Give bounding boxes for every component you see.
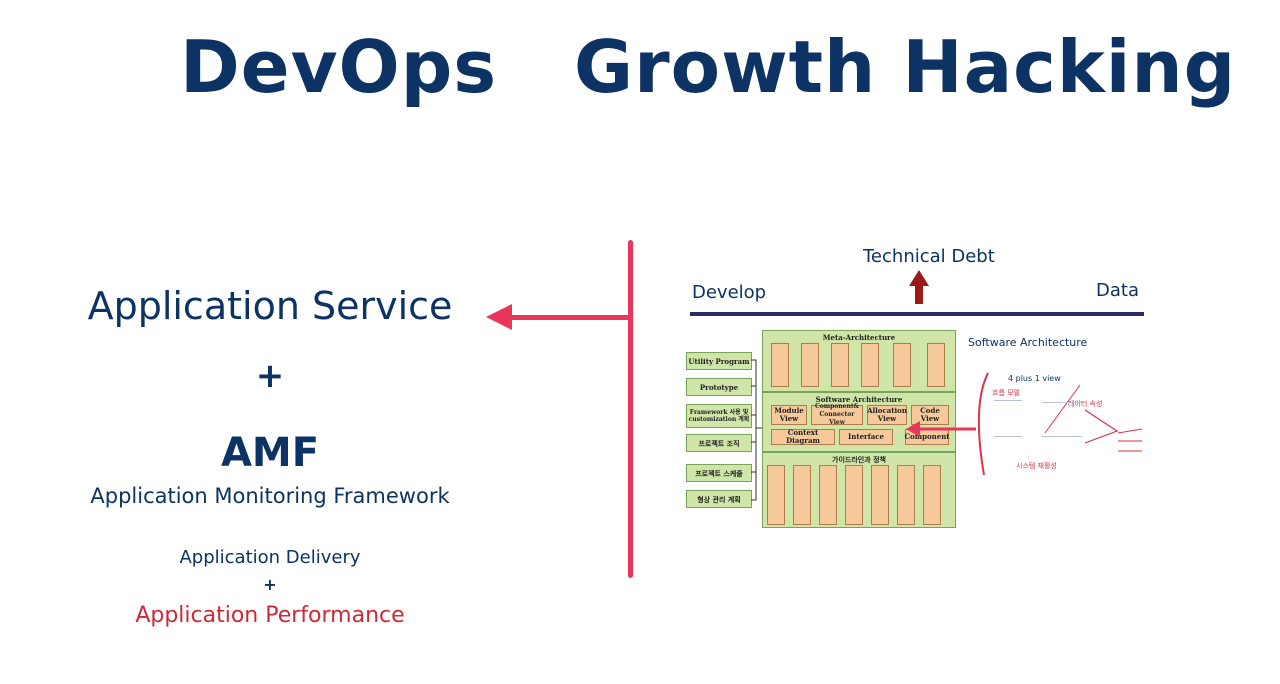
left-box: Utility Program: [686, 352, 752, 370]
diagram-connectors: [751, 359, 762, 501]
meta-box: [861, 343, 879, 387]
plus-sign: +: [255, 356, 285, 396]
application-service: Application Service: [87, 284, 453, 328]
title-devops: DevOps: [180, 25, 498, 109]
view-note: [994, 436, 1022, 453]
four-plus-one-label: 4 plus 1 view: [1008, 374, 1061, 383]
meta-box: [831, 343, 849, 387]
software-architecture-panel: Software Architecture Module View Compon…: [762, 392, 956, 452]
up-arrow-icon: [909, 270, 929, 286]
meta-box: [801, 343, 819, 387]
guide-box: [845, 465, 863, 525]
guide-box: [819, 465, 837, 525]
guide-box: [767, 465, 785, 525]
guideline-title: 가이드라인과 정책: [832, 455, 886, 464]
meta-architecture-panel: Meta-Architecture: [762, 330, 956, 392]
flow-model-label: 흐름 모델: [992, 389, 1020, 397]
technical-debt-label: Technical Debt: [863, 246, 995, 267]
component-connector-view-box: Component& Connector View: [811, 403, 863, 426]
interface-box: Interface: [839, 429, 893, 445]
timeline-line: [690, 312, 1144, 316]
data-attribute-label: 데이터 속성: [1068, 400, 1103, 408]
guideline-panel: 가이드라인과 정책: [762, 452, 956, 528]
amf-full-name: Application Monitoring Framework: [90, 484, 450, 508]
guide-box: [793, 465, 811, 525]
application-performance: Application Performance: [135, 603, 405, 628]
left-arrow-icon: [486, 304, 512, 330]
software-architecture-title: Software Architecture: [815, 395, 903, 404]
view-note: [994, 400, 1022, 423]
left-arrow-shaft: [508, 315, 630, 320]
meta-box: [927, 343, 945, 387]
view-note: [1042, 436, 1082, 453]
meta-box: [771, 343, 789, 387]
left-box: 프로젝트 조직: [686, 434, 752, 452]
software-architecture-label: Software Architecture: [968, 336, 1088, 349]
guide-box: [871, 465, 889, 525]
develop-label: Develop: [692, 282, 767, 303]
view-note: [1042, 402, 1082, 425]
plus-sign-small: +: [263, 575, 277, 594]
divider-line: [628, 240, 633, 578]
meta-architecture-title: Meta-Architecture: [822, 333, 896, 342]
left-box: 형상 관리 계획: [686, 490, 752, 508]
up-arrow-shaft: [915, 284, 923, 304]
left-box: Framework 사용 및 customization 계획: [686, 404, 752, 428]
left-box: 프로젝트 스케줄: [686, 464, 752, 482]
meta-box: [893, 343, 911, 387]
module-view-box: Module View: [771, 405, 807, 425]
code-view-box: Code View: [911, 405, 949, 425]
amf-heading: AMF: [220, 430, 320, 476]
system-reuse-label: 시스템 재활성: [1016, 462, 1057, 470]
context-diagram-box: Context Diagram: [771, 429, 835, 445]
guide-box: [897, 465, 915, 525]
four-plus-one-connectors: [906, 372, 1143, 476]
title-growth-hacking: Growth Hacking: [574, 25, 1237, 109]
left-box: Prototype: [686, 378, 752, 396]
guide-box: [923, 465, 941, 525]
allocation-view-box: Allocation View: [867, 405, 907, 425]
architecture-diagram: Utility Program Prototype Framework 사용 및…: [680, 328, 960, 528]
data-label: Data: [1096, 280, 1139, 301]
application-delivery: Application Delivery: [179, 547, 361, 568]
